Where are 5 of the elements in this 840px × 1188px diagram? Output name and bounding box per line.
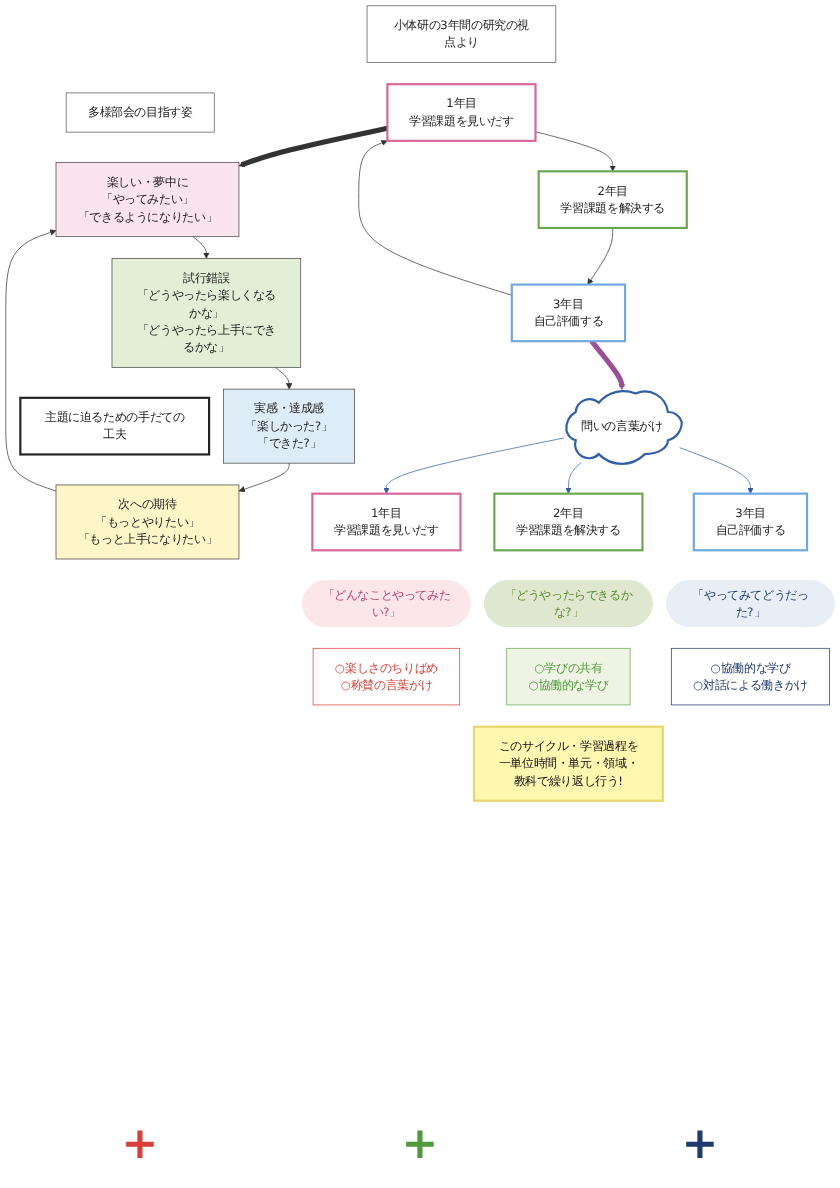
arrow (238, 125, 388, 168)
arrow (589, 339, 625, 391)
plus-sign: + (401, 1120, 439, 1170)
plus-sign: + (681, 1120, 719, 1170)
plus-sign: + (121, 1120, 159, 1170)
